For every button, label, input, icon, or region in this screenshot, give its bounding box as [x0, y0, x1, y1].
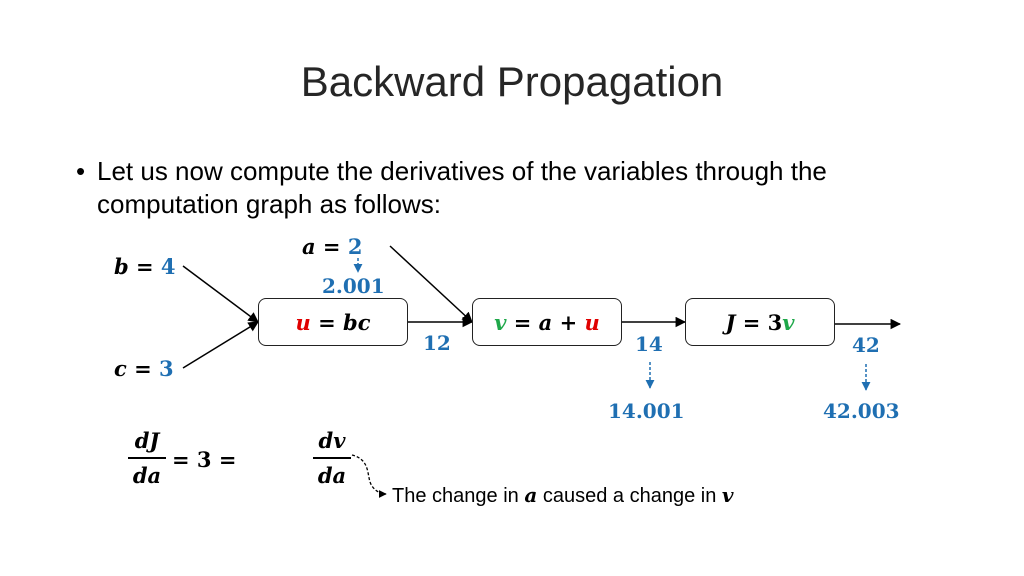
input-b: b = 4	[114, 254, 176, 279]
annotation-curve-arrow	[351, 454, 387, 498]
derivative-equals-value: = 3 =	[172, 447, 237, 472]
value-u-out: 12	[423, 331, 451, 355]
node-v: v = a + u	[472, 298, 622, 346]
edge-b-to-u	[182, 265, 259, 323]
edge-a-to-v	[389, 245, 473, 323]
value-J-nudged: 42.003	[823, 399, 900, 423]
fraction-dJ-da: dJ da	[128, 428, 166, 488]
fraction-dv-da: dv da	[313, 428, 351, 488]
bullet-dot-icon: •	[76, 156, 86, 186]
input-a-nudged: 2.001	[322, 274, 385, 298]
value-J-out: 42	[852, 333, 880, 357]
bullet-text: Let us now compute the derivatives of th…	[97, 156, 827, 219]
node-u: u = bc	[258, 298, 408, 346]
value-v-out: 14	[635, 332, 663, 356]
annotation-text: The change in a caused a change in v	[392, 483, 734, 507]
edge-c-to-u	[182, 321, 259, 369]
input-c: c = 3	[114, 356, 174, 381]
page-title: Backward Propagation	[300, 58, 724, 105]
node-J: J = 3v	[685, 298, 835, 346]
value-v-nudged: 14.001	[608, 399, 685, 423]
input-a: a = 2	[302, 234, 363, 259]
bullet-point: • Let us now compute the derivatives of …	[76, 155, 936, 221]
